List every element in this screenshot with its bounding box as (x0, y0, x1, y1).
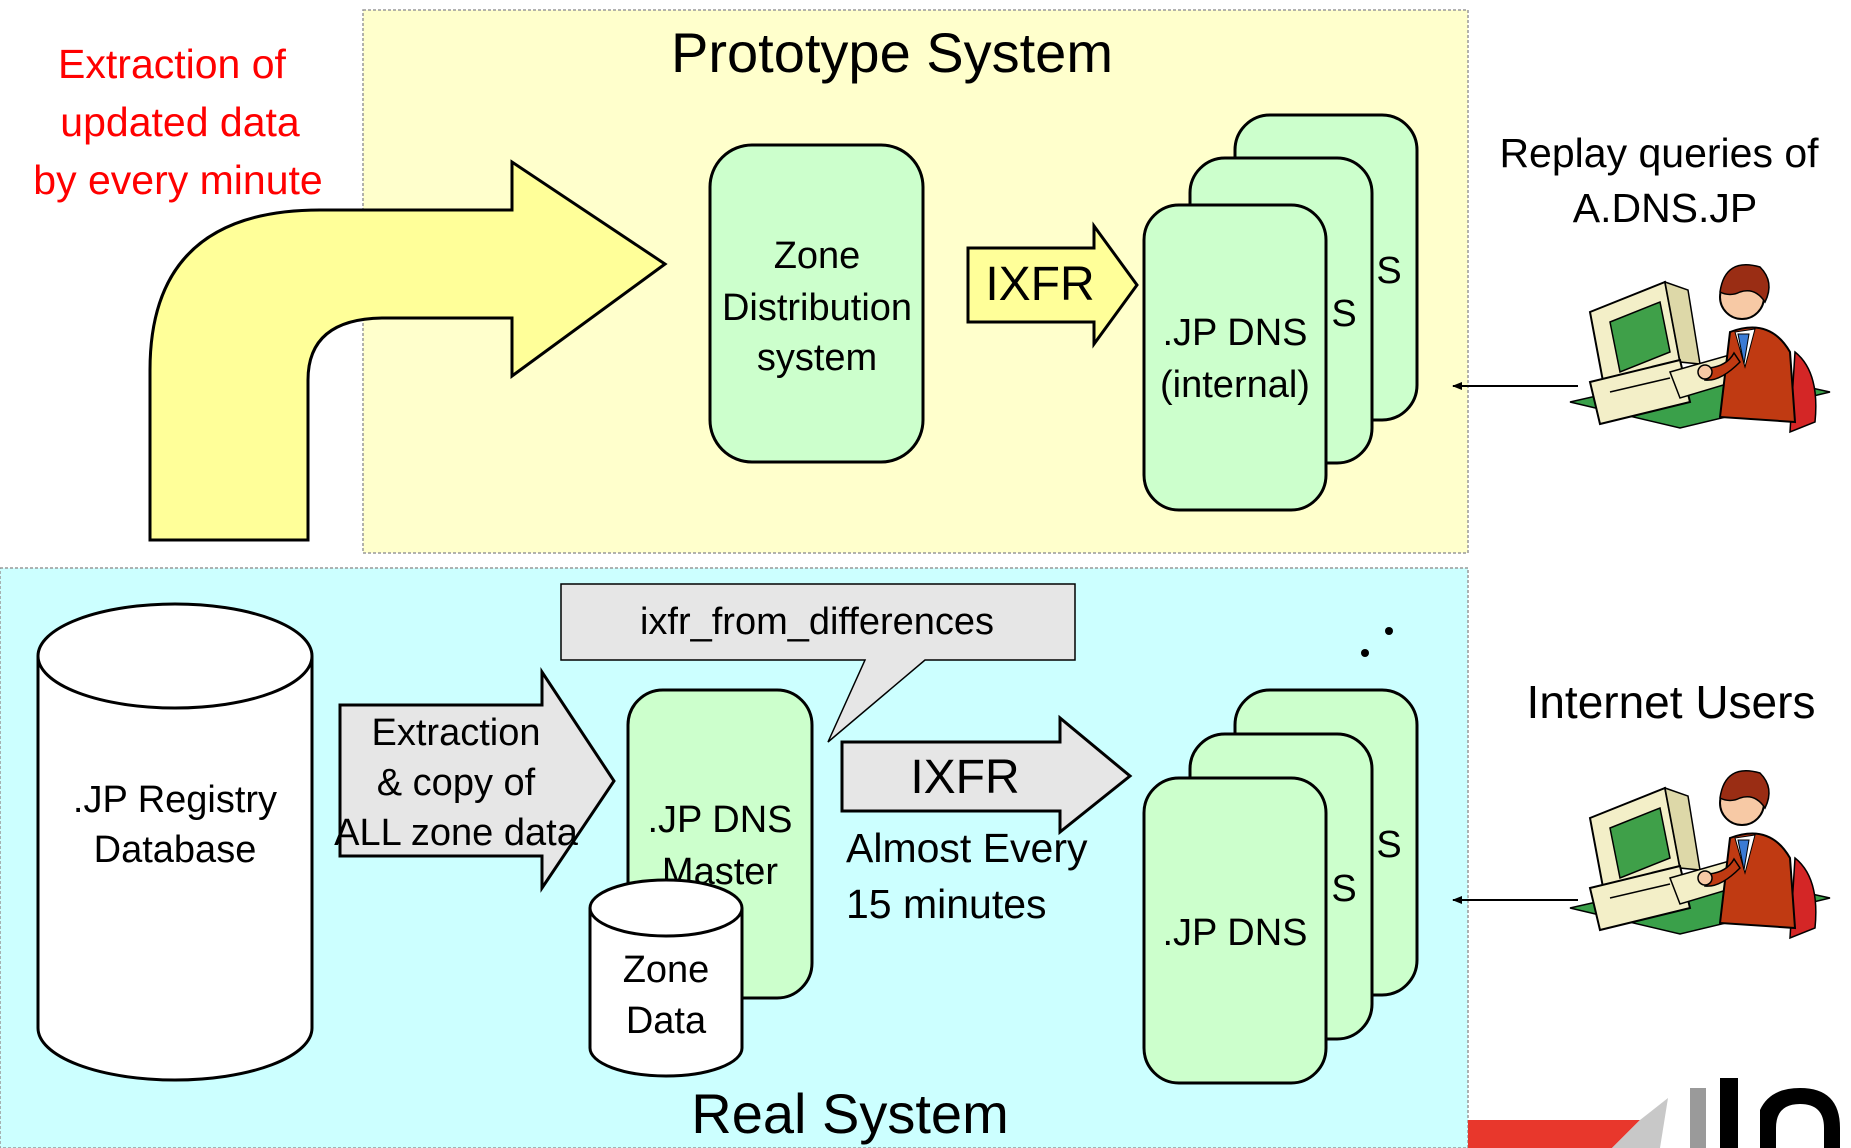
svg-text:.JP DNS: .JP DNS (647, 799, 792, 841)
ixfr-interval-note: Almost Every 15 minutes (846, 825, 1088, 927)
svg-text:S: S (1331, 293, 1356, 335)
svg-text:.JP DNS: .JP DNS (1162, 312, 1307, 354)
jprs-logo (1468, 1078, 1840, 1148)
zone-data-cylinder (588, 878, 744, 1078)
svg-text:Data: Data (626, 1000, 707, 1042)
svg-text:S: S (1331, 868, 1356, 910)
internet-users-label: Internet Users (1527, 676, 1816, 728)
ixfr-label-prototype: IXFR (985, 258, 1094, 311)
prototype-system-title: Prototype System (671, 21, 1113, 84)
zone-distribution-server (708, 143, 925, 464)
svg-text:ALL zone data: ALL zone data (334, 812, 579, 854)
svg-text:S: S (1376, 250, 1401, 292)
continuation-dot (1361, 649, 1369, 657)
ixfr-arrow-real (840, 714, 1133, 836)
svg-text:Almost Every: Almost Every (846, 825, 1088, 871)
dns-internal-stack: S S .JP DNS (internal) (1142, 113, 1419, 512)
extraction-note: Extraction of updated data by every minu… (33, 41, 322, 203)
svg-text:by every minute: by every minute (33, 157, 322, 203)
svg-text:Extraction: Extraction (372, 712, 541, 754)
ixfr-label-real: IXFR (910, 751, 1019, 804)
extraction-copy-arrow (338, 667, 616, 893)
svg-text:.JP DNS: .JP DNS (1162, 912, 1307, 954)
svg-text:15 minutes: 15 minutes (846, 881, 1047, 927)
svg-text:A.DNS.JP: A.DNS.JP (1573, 185, 1758, 231)
svg-text:Database: Database (94, 829, 257, 871)
dns-public-stack: S S .JP DNS (1142, 688, 1419, 1085)
user-at-computer-icon (1569, 769, 1831, 939)
callout-text: ixfr_from_differences (640, 601, 994, 643)
svg-text:Zone: Zone (774, 235, 861, 277)
ixfr-from-differences-callout (560, 583, 1076, 743)
replay-queries-label: Replay queries of A.DNS.JP (1499, 130, 1819, 231)
svg-text:.JP Registry: .JP Registry (73, 779, 277, 821)
curved-extraction-arrow (148, 159, 668, 542)
svg-text:Replay queries of: Replay queries of (1499, 130, 1819, 176)
registry-database-cylinder (36, 602, 314, 1082)
real-system-title: Real System (691, 1082, 1008, 1145)
ixfr-arrow-prototype (966, 221, 1139, 349)
user-at-computer-icon (1569, 263, 1831, 433)
svg-text:Distribution: Distribution (722, 287, 912, 329)
svg-text:updated data: updated data (60, 99, 300, 145)
continuation-dot (1385, 627, 1393, 635)
svg-text:& copy of: & copy of (377, 762, 536, 804)
svg-text:system: system (757, 337, 877, 379)
svg-text:S: S (1376, 824, 1401, 866)
svg-text:(internal): (internal) (1160, 364, 1310, 406)
svg-text:Zone: Zone (623, 949, 710, 991)
svg-text:Extraction of: Extraction of (58, 41, 286, 87)
